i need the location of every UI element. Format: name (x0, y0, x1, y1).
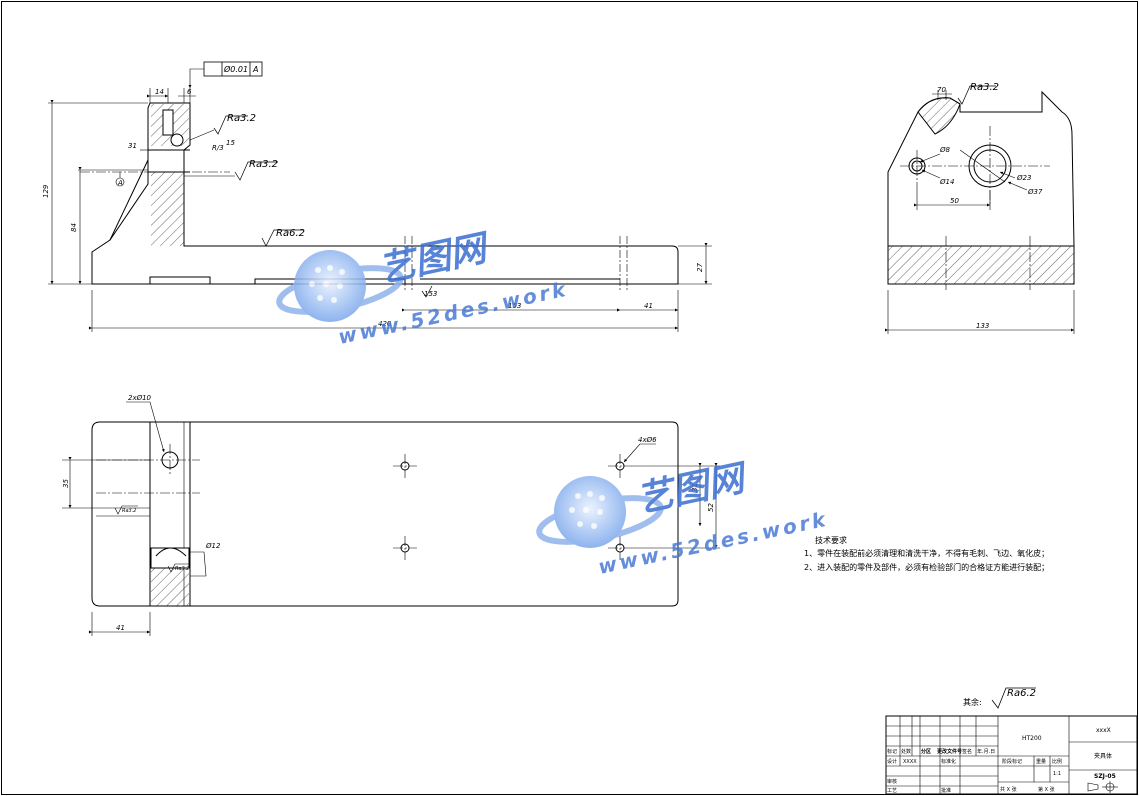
dim-14: 14 (155, 88, 164, 96)
roughness-ra32-b: Ra3.2 (249, 159, 278, 170)
roughness-ra32-side: Ra3.2 (970, 82, 999, 93)
side-view-labels: 70 Ra3.2 Ø8 Ø14 Ø23 Ø37 50 133 (937, 82, 1043, 330)
hdr-date: 年.月.日 (977, 748, 995, 755)
dim-129: 129 (42, 184, 50, 198)
dim-31: 31 (128, 142, 137, 150)
drawing-number-text: SZJ-05 (1094, 773, 1116, 780)
dim-133: 133 (976, 322, 989, 330)
roughness-ra62: Ra6.2 (276, 228, 305, 239)
dim-dia23: Ø23 (1016, 174, 1031, 182)
roughness-ra32-a: Ra3.2 (227, 113, 256, 124)
watermark-2-brand: 艺图网 (633, 457, 752, 521)
title-block-labels: HT200 xxxX 夹具体 SZJ-05 标记 处数 分区 更改文件号 签名 … (887, 727, 1116, 794)
gdt-tolerance: Ø0.01 (223, 64, 248, 74)
code-text: xxxX (1096, 727, 1111, 734)
datum-a-label: A (117, 179, 123, 187)
dim-31-top: 31 (691, 483, 699, 492)
sheet-no-label: 第 X 张 (1038, 786, 1055, 793)
dim-41: 41 (644, 302, 653, 310)
dim-dia12: Ø12 (205, 542, 221, 550)
dim-41-top: 41 (116, 624, 125, 632)
tech-title: 技术要求 (815, 535, 847, 545)
standardize-label: 标准化 (941, 758, 956, 765)
material-text: HT200 (1022, 735, 1042, 742)
dim-r3: R/3 (212, 144, 224, 152)
other-roughness: 其余: Ra6.2 (963, 687, 1036, 709)
front-view (48, 61, 712, 332)
watermark-1: 艺图网 www.52des.work (276, 227, 570, 349)
hdr-mark: 标记 (887, 748, 897, 755)
dim-2x10: 2xØ10 (128, 394, 152, 402)
tech-line-2: 2、进入装配的零件及部件，必须有检验部门的合格证方能进行装配； (804, 562, 1049, 572)
dim-6: 6 (187, 88, 192, 96)
front-view-labels: 14 6 31 R/3 15 129 84 27 153 41 420 153 … (42, 64, 704, 328)
hdr-zone: 分区 (921, 748, 931, 755)
sheets-label: 共 X 张 (1000, 786, 1017, 793)
part-name-text: 夹具体 (1094, 752, 1112, 760)
stage-mark-label: 阶段标记 (1002, 758, 1022, 765)
hdr-sign: 签名 (962, 748, 972, 755)
weight-label: 重量 (1036, 758, 1046, 765)
dim-dia37: Ø37 (1027, 188, 1043, 196)
watermark-2: 艺图网 www.52des.work (536, 457, 830, 579)
dim-153-small: 153 (424, 290, 437, 298)
technical-requirements: 技术要求 1、零件在装配前必须清理和清洗干净，不得有毛刺、飞边、氧化皮； 2、进… (804, 535, 1049, 572)
dim-420: 420 (378, 320, 392, 328)
design-label: 设计 (887, 758, 897, 765)
dim-27: 27 (696, 263, 704, 272)
scale-label: 比例 (1052, 758, 1062, 765)
dim-35: 35 (62, 479, 70, 488)
scale-value: 1:1 (1053, 771, 1061, 777)
dim-153: 153 (508, 302, 521, 310)
tech-line-1: 1、零件在装配前必须清理和清洗干净，不得有毛刺、飞边、氧化皮； (804, 548, 1049, 558)
process-label: 工艺 (887, 788, 897, 794)
roughness-small-b: Ra3.2 (175, 566, 190, 572)
hdr-count: 处数 (901, 748, 911, 755)
watermark-2-url: www.52des.work (596, 507, 830, 579)
roughness-small-a: Ra3.2 (122, 508, 137, 514)
review-label: 审核 (887, 778, 897, 785)
dim-84: 84 (70, 223, 78, 232)
dim-dia14: Ø14 (939, 178, 954, 186)
title-block (885, 715, 1138, 795)
gdt-datum: A (252, 65, 258, 74)
top-view-labels: 2xØ10 4xØ6 35 31 52 Ø12 41 Ra3.2 Ra3.2 (62, 394, 715, 632)
other-roughness-value: Ra6.2 (1007, 688, 1036, 699)
other-roughness-label: 其余: (963, 697, 982, 707)
dim-15: 15 (226, 139, 235, 147)
watermark-1-brand: 艺图网 (375, 227, 494, 291)
side-view (885, 85, 1075, 334)
dim-4x6: 4xØ6 (638, 436, 657, 444)
dim-70: 70 (937, 86, 946, 94)
watermark-1-url: www.52des.work (336, 277, 570, 349)
approve-label: 批准 (941, 787, 951, 794)
dim-50: 50 (950, 197, 959, 205)
hdr-change-doc: 更改文件号 (937, 748, 962, 755)
top-view (62, 401, 720, 636)
dim-52: 52 (707, 503, 715, 512)
dim-dia8: Ø8 (939, 146, 951, 154)
design-name: XXXX (903, 759, 917, 765)
